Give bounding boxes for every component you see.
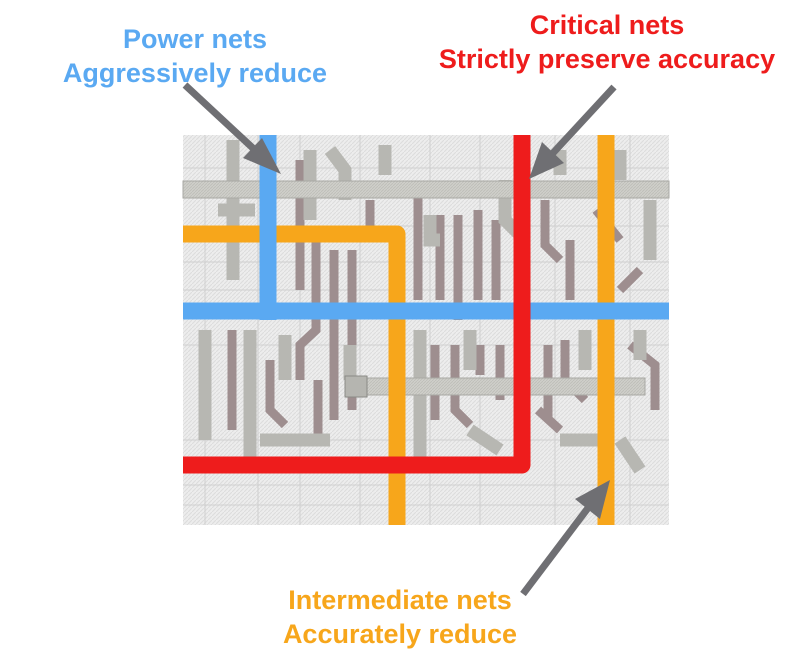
power-nets-label: Power nets Aggressively reduce	[20, 22, 370, 90]
intermediate-nets	[183, 135, 615, 525]
intermediate-nets-subtitle: Accurately reduce	[282, 619, 518, 649]
critical-net	[183, 135, 531, 474]
critical-nets	[183, 135, 531, 474]
critical-arrow-icon	[529, 84, 617, 179]
critical-nets-label: Critical nets Strictly preserve accuracy	[432, 8, 782, 76]
critical-nets-subtitle: Strictly preserve accuracy	[438, 44, 776, 74]
intermediate-net-1	[183, 225, 406, 525]
intermediate-arrow-icon	[520, 480, 610, 597]
intermediate-nets-title: Intermediate nets	[288, 585, 512, 615]
power-nets-subtitle: Aggressively reduce	[62, 58, 328, 88]
critical-nets-title: Critical nets	[529, 10, 685, 40]
power-arrow-icon	[182, 82, 281, 174]
power-nets-title: Power nets	[122, 24, 268, 54]
intermediate-nets-label: Intermediate nets Accurately reduce	[230, 583, 570, 651]
metal-rails	[182, 180, 670, 398]
